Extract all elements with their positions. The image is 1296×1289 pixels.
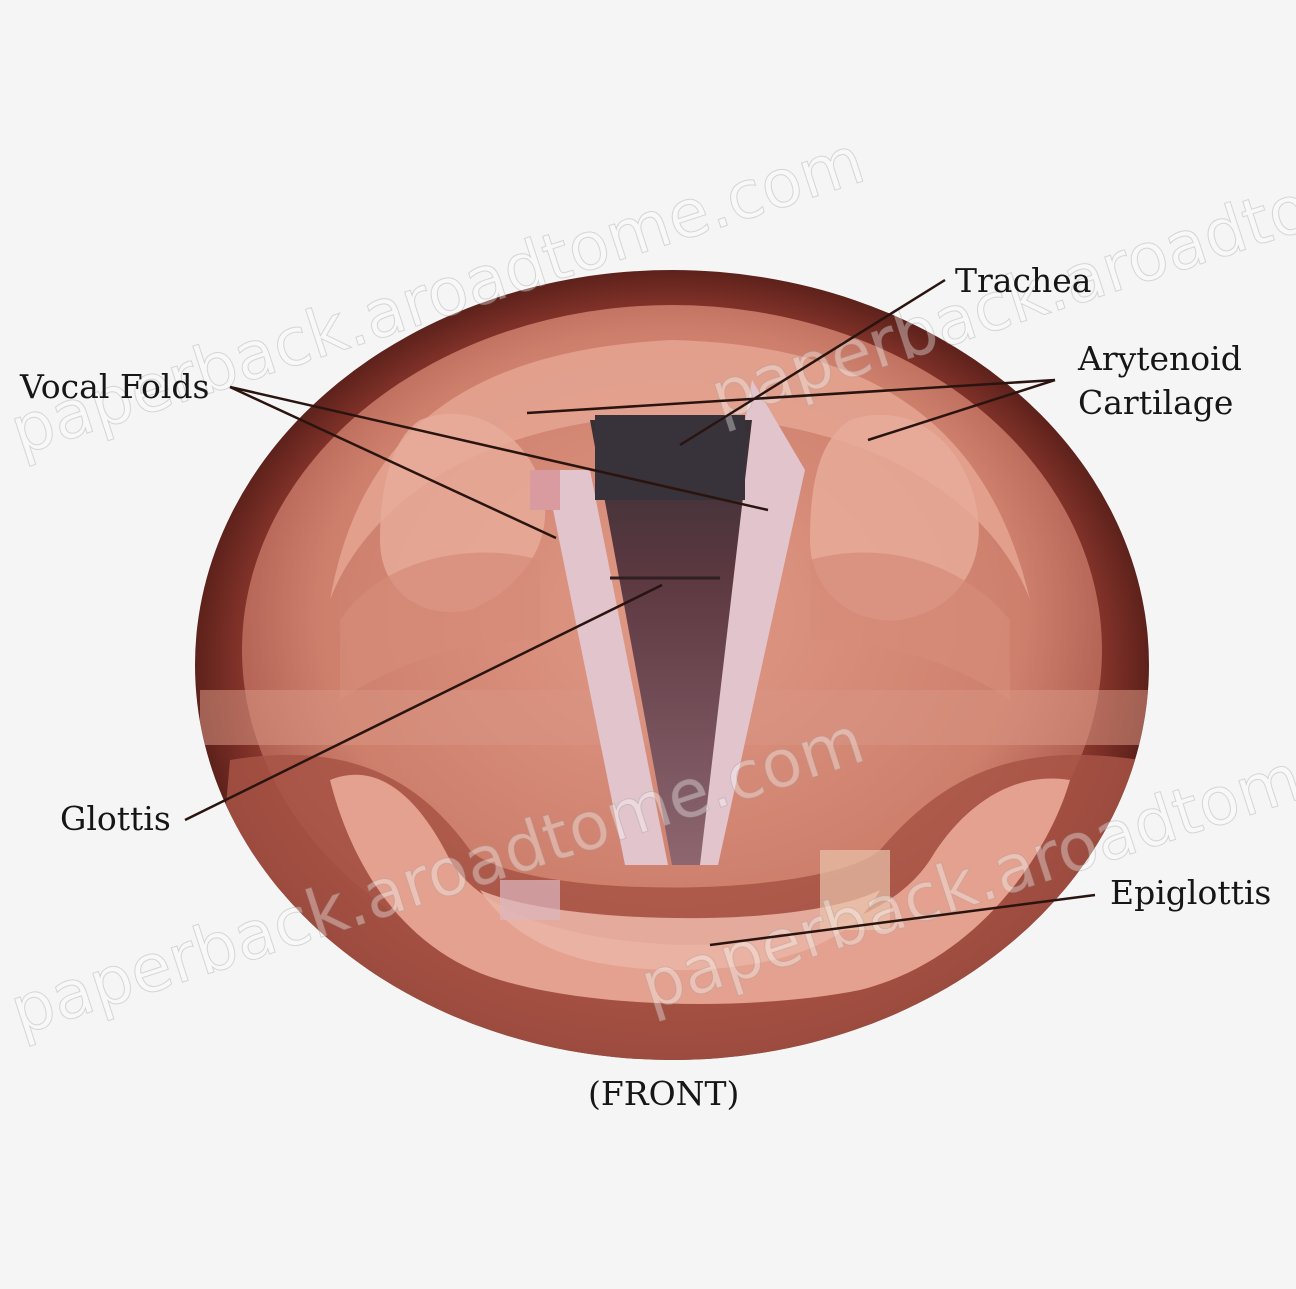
label-trachea: Trachea <box>955 262 1091 300</box>
label-arytenoid-line1: Arytenoid <box>1078 340 1242 378</box>
label-glottis: Glottis <box>60 800 171 838</box>
label-vocal-folds: Vocal Folds <box>20 368 209 406</box>
label-epiglottis: Epiglottis <box>1110 874 1271 912</box>
label-front: (FRONT) <box>588 1075 739 1113</box>
left-fold-tip <box>530 470 560 510</box>
label-arytenoid-line2: Cartilage <box>1078 384 1233 422</box>
